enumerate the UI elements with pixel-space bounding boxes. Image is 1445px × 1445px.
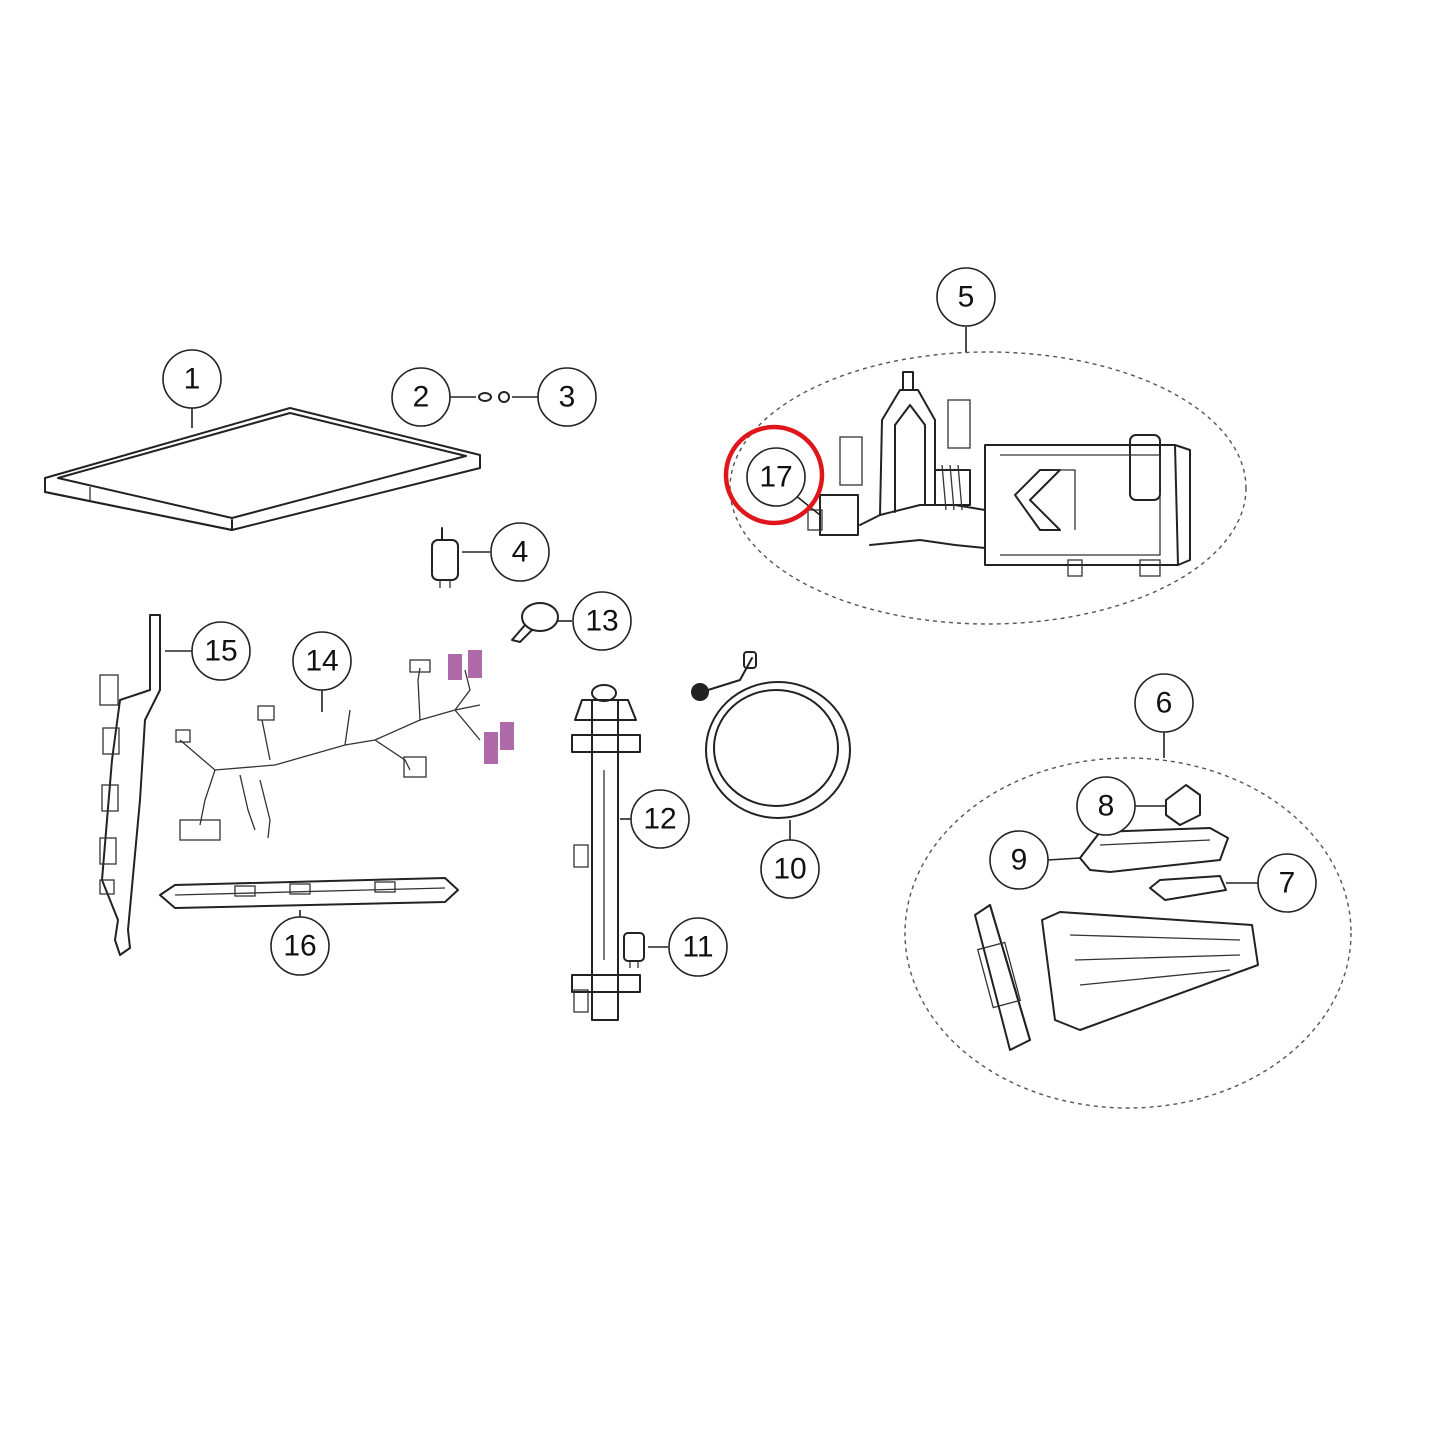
- callout-11: 11: [668, 917, 728, 977]
- callout-3: 3: [537, 367, 597, 427]
- part-16-bottom-bracket: [159, 877, 459, 909]
- connector-block-c: [484, 732, 498, 764]
- part-7-insert: [1149, 875, 1227, 901]
- callout-14: 14: [292, 631, 352, 691]
- callout-16: 16: [270, 916, 330, 976]
- part-2-washer: [478, 392, 492, 402]
- part-8-cap: [1165, 784, 1201, 826]
- part-1-top-panel: [44, 407, 481, 531]
- svg-text:16: 16: [283, 930, 316, 963]
- callout-17: 17: [746, 447, 821, 516]
- callout-15: 15: [191, 621, 251, 681]
- svg-text:5: 5: [958, 281, 975, 314]
- part-11-capacitor: [623, 932, 645, 968]
- connector-block-b: [468, 650, 482, 678]
- callout-10: 10: [760, 839, 820, 899]
- callout-2: 2: [391, 367, 451, 427]
- callout-12: 12: [630, 789, 690, 849]
- callout-13: 13: [572, 591, 632, 651]
- callout-6: 6: [1134, 673, 1194, 733]
- group-5-assembly: [729, 351, 1247, 625]
- svg-text:8: 8: [1098, 790, 1115, 823]
- svg-text:9: 9: [1011, 844, 1028, 877]
- svg-text:1: 1: [184, 363, 201, 396]
- svg-text:14: 14: [305, 645, 338, 678]
- part-3-washer: [498, 391, 510, 403]
- part-15-side-bracket: [99, 614, 161, 956]
- svg-text:6: 6: [1156, 687, 1173, 720]
- connector-block-d: [500, 722, 514, 750]
- callout-1: 1: [162, 349, 222, 409]
- svg-text:12: 12: [643, 803, 676, 836]
- callout-5: 5: [936, 267, 996, 327]
- highlight-ring: [723, 424, 825, 526]
- part-13-sensor: [511, 602, 559, 643]
- part-10-hose: [691, 651, 851, 819]
- connector-block-a: [448, 654, 462, 680]
- callout-4: 4: [490, 522, 550, 582]
- callout-8: 8: [1076, 776, 1136, 836]
- part-14-wiring-harness: [175, 650, 514, 841]
- svg-text:10: 10: [773, 853, 806, 886]
- part-12-vertical-bracket: [571, 684, 641, 1021]
- svg-text:7: 7: [1279, 867, 1296, 900]
- svg-text:3: 3: [559, 381, 576, 414]
- svg-text:4: 4: [512, 536, 529, 569]
- svg-text:17: 17: [759, 461, 792, 494]
- callout-9: 9: [989, 830, 1049, 890]
- svg-text:11: 11: [682, 931, 713, 964]
- svg-text:13: 13: [585, 605, 618, 638]
- group-6-dispenser: [904, 757, 1352, 1109]
- part-4-capacitor: [431, 527, 459, 588]
- svg-text:2: 2: [413, 381, 430, 414]
- svg-text:15: 15: [204, 635, 237, 668]
- callout-7: 7: [1257, 853, 1317, 913]
